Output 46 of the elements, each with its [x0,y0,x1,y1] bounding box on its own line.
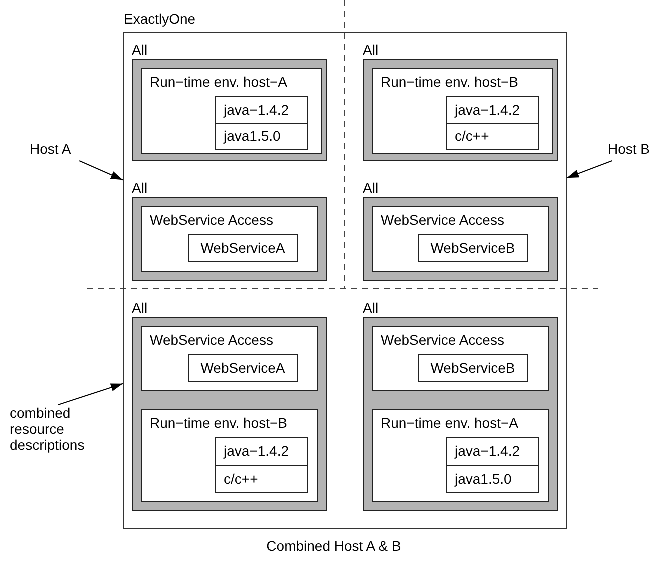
arrow [566,160,613,179]
property-table [446,437,539,493]
resource-title: WebService Access [150,212,274,228]
resource-box [141,409,318,502]
resource-title: WebService Access [381,332,504,348]
property-cell: java1.5.0 [447,464,538,492]
group-heading: All [132,42,148,58]
property-table [446,96,539,150]
property-cell-text: java−1.4.2 [454,442,521,462]
group-heading: All [363,180,379,196]
annotation-text: combined resource descriptions [10,405,120,461]
annotation-text: Host A [30,141,92,161]
group-heading: All [132,180,148,196]
resource-box [372,326,549,391]
group-heading: All [363,42,379,58]
arrow [79,160,124,181]
resource-box [141,206,318,272]
service-box: WebServiceB [418,354,528,382]
property-table [215,437,308,493]
property-cell: c/c++ [447,122,538,149]
property-cell-text: java−1.4.2 [222,100,290,120]
property-table [215,96,308,150]
property-cell-text: java−1.4.2 [222,442,290,462]
property-cell-text: java−1.4.2 [454,100,521,120]
group-heading: All [363,300,379,316]
property-cell: c/c++ [216,464,307,492]
resource-box [372,206,549,272]
group-heading: ExactlyOne [124,11,196,27]
annotation-text: Host B [608,141,668,161]
resource-title: Run−time env. host−A [381,415,518,431]
service-box: WebServiceB [418,234,528,262]
resource-title: WebService Access [381,212,504,228]
resource-title: Run−time env. host−B [150,415,288,431]
group-heading: All [132,300,148,316]
resource-box [372,409,549,502]
resource-box [141,68,322,154]
service-box: WebServiceA [188,234,298,262]
resource-box [141,326,318,391]
resource-title: WebService Access [150,332,274,348]
arrow [58,383,124,406]
resource-box [372,68,553,154]
service-box: WebServiceA [188,354,298,382]
resource-title: Run−time env. host−A [150,74,288,90]
resource-title: Run−time env. host−B [381,74,518,90]
property-cell: java1.5.0 [216,122,307,149]
caption: Combined Host A & B [266,538,402,554]
